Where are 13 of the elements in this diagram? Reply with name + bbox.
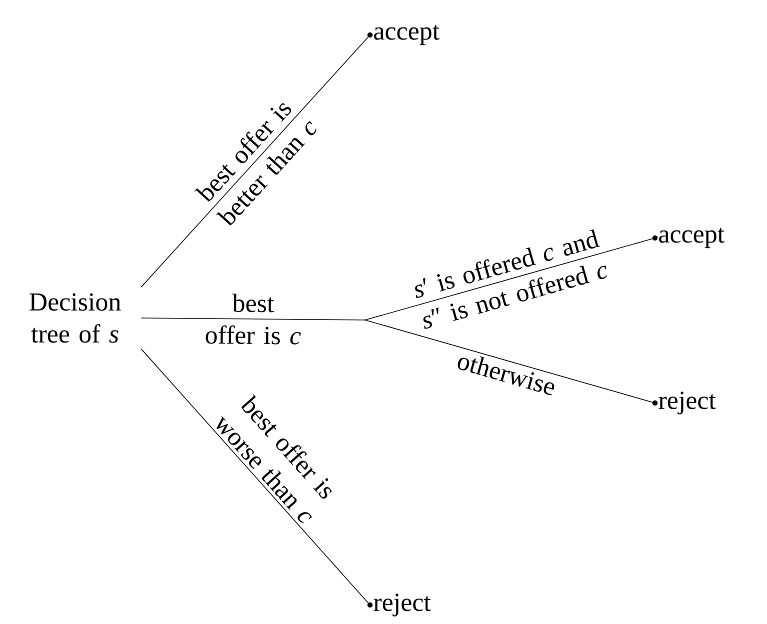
outcome-label: reject: [367, 594, 431, 616]
outcome-label: accept: [367, 24, 440, 46]
branch-line: [364, 320, 656, 404]
edge-label: otherwise: [458, 356, 554, 395]
outcome-label: reject: [652, 392, 716, 414]
branch-line: [140, 318, 366, 320]
root-label: Decision tree of s: [30, 293, 121, 343]
edge-label: s′ is offered c and s″ is not offered c: [415, 229, 608, 329]
branch-line: [140, 34, 370, 288]
branch-line: [364, 238, 656, 320]
edge-label: best offer is c: [206, 294, 301, 345]
branch-line: [140, 348, 370, 606]
outcome-label: accept: [652, 228, 724, 248]
